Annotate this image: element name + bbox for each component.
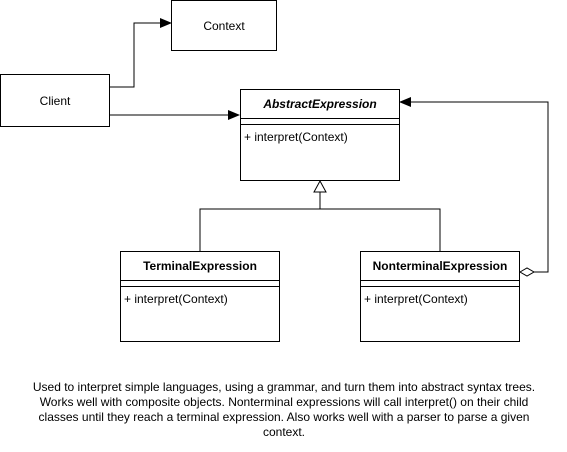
client-context-connector <box>110 18 172 88</box>
abstract-expression-class: AbstractExpression + interpret(Context) <box>240 89 400 181</box>
terminal-expression-operations: + interpret(Context) <box>121 287 279 306</box>
terminal-expression-class: TerminalExpression + interpret(Context) <box>120 251 280 342</box>
abstract-expression-operation: + interpret(Context) <box>244 130 348 144</box>
nonterminal-expression-operation: + interpret(Context) <box>364 292 468 306</box>
nonterminal-expression-operations: + interpret(Context) <box>361 287 519 306</box>
generalization-triangle-icon <box>313 179 327 193</box>
context-label: Context <box>203 18 245 33</box>
client-label: Client <box>39 93 71 108</box>
nonterminal-expression-class: NonterminalExpression + interpret(Contex… <box>360 251 520 342</box>
context-box: Context <box>171 0 277 51</box>
abstract-expression-attributes <box>241 119 399 125</box>
terminal-expression-attributes <box>121 281 279 287</box>
nonterminal-expression-name: NonterminalExpression <box>361 252 519 281</box>
abstract-expression-name: AbstractExpression <box>241 90 399 119</box>
client-box: Client <box>0 74 110 127</box>
aggregation-connector <box>399 97 549 273</box>
abstract-expression-operations: + interpret(Context) <box>241 125 399 144</box>
terminal-expression-operation: + interpret(Context) <box>124 292 228 306</box>
diagram-caption: Used to interpret simple languages, usin… <box>32 380 536 439</box>
terminal-expression-name: TerminalExpression <box>121 252 279 281</box>
generalization-tree <box>199 208 441 251</box>
aggregation-diamond-icon <box>518 267 536 277</box>
nonterminal-expression-attributes <box>361 281 519 287</box>
